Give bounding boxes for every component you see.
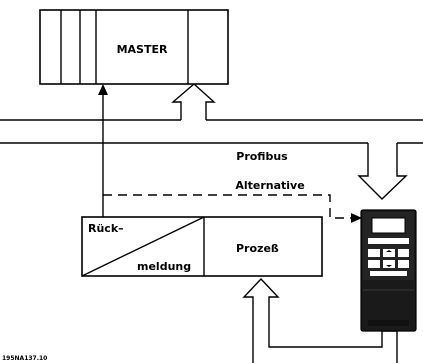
bus-to-drive-arrow xyxy=(357,143,408,200)
rueck-label: Rück– xyxy=(88,222,124,235)
figure-code: 195NA137.10 xyxy=(2,355,47,362)
drive-terminal-strip xyxy=(368,320,409,326)
drive-key xyxy=(370,271,407,276)
meldung-label: meldung xyxy=(137,260,191,273)
bus-to-master-arrow xyxy=(171,83,216,120)
alternative-path: Alternative xyxy=(103,179,362,223)
master-label: MASTER xyxy=(117,43,168,56)
drive-key xyxy=(368,260,380,268)
feedback-line xyxy=(98,84,108,217)
drive-unit xyxy=(360,209,417,332)
profibus-bus: Profibus xyxy=(0,119,423,163)
drive-key xyxy=(398,260,409,268)
drive-key xyxy=(398,249,409,257)
master-rack-outline xyxy=(39,9,229,85)
drive-display xyxy=(371,217,406,234)
prozess-label: Prozeß xyxy=(236,242,279,255)
drive-key xyxy=(383,260,395,268)
drive-status-strip xyxy=(368,238,409,244)
process-block: Rück– meldung Prozeß xyxy=(81,216,323,277)
drive-arrow-keys xyxy=(386,250,392,267)
profibus-label: Profibus xyxy=(236,150,288,163)
drive-key xyxy=(368,249,380,257)
alternative-dashed-line xyxy=(103,194,352,219)
master-rack: MASTER xyxy=(39,9,229,85)
feedback-arrowhead xyxy=(98,84,108,95)
feedback-diagonal xyxy=(81,216,205,277)
alternative-label: Alternative xyxy=(235,179,304,192)
drive-key xyxy=(383,249,395,257)
alternative-arrowhead xyxy=(351,213,362,223)
process-block-outline xyxy=(81,216,323,277)
